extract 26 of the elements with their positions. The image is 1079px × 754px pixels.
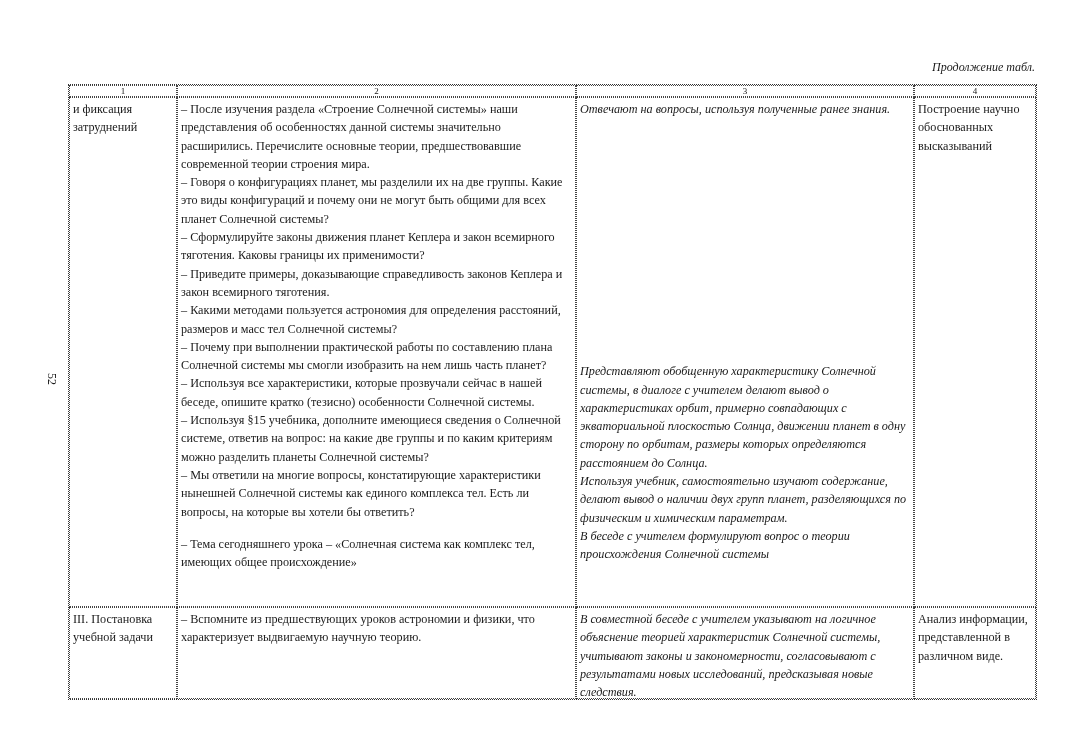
cell-text: 2 — [373, 86, 380, 96]
cell-text: Построение научно обоснованных высказываний — [918, 101, 1021, 155]
cell-text: Анализ информации, представленной в различном виде. — [918, 611, 1029, 665]
cell-text: и фиксация затруднений — [73, 101, 139, 137]
cell-text: В совместной беседе с учителем указывают на логичное объяснение теорией характеристик Солнечной системы, учитывают законы и закономерности, согласовывают с результатами новых исследований, предсказывая новые следствия. — [580, 611, 882, 698]
cell-text: III. Постановка учебной задачи — [73, 611, 155, 647]
cell-text: Представляют обобщенную характеристику Солнечной системы, в диалоге с учителем делают вывод о характеристиках орбит, примерно совпадающих с экваториальной плоскостью Солнца, движении планет в одну сторону по орбитам, размеры которых определяются расстоянием до Солнца. — [580, 363, 907, 472]
table-continuation-note: Продолжение табл. — [932, 59, 1035, 76]
cell-text: – Приведите примеры, доказывающие справедливость законов Кеплера и закон всемирного тяготения. — [181, 265, 564, 301]
cell-text: 3 — [741, 86, 749, 96]
cell-text: Отвечают на вопросы, используя полученные ранее знания. — [580, 101, 892, 118]
cell-text: – После изучения раздела «Строение Солнечной системы» наши представления об особенностях данной системы значительно расширились. Перечислите основные теории, предшествовавшие современной теории строения мира. — [181, 101, 523, 173]
cell-text: 1 — [119, 86, 127, 96]
cell-text: – Используя все характеристики, которые прозвучали сейчас в нашей беседе, опишите кратко (тезисно) особенности Солнечной системы. — [181, 375, 543, 411]
cell-text: – Почему при выполнении практической работы по составлению плана Солнечной системы мы смогли изобразить на нем лишь часть планет? — [181, 338, 554, 375]
cell-text: – Сформулируйте законы движения планет Кеплера и закон всемирного тяготения. Каковы границы их применимости? — [181, 229, 556, 265]
cell-text: – Используя §15 учебника, дополните имеющиеся сведения о Солнечной системе, ответив на вопрос: на какие две группы и по каким критериям можно разделить планеты Солнечной системы? — [181, 412, 562, 466]
cell-text: 4 — [971, 86, 979, 96]
cell-text: – Мы ответили на многие вопросы, констатирующие характеристики нынешней Солнечной системы как единого комплекса тел. Есть ли вопросы, на которые вы хотели бы ответить? — [181, 466, 542, 521]
cell-text: – Вспомните из предшествующих уроков астрономии и физики, что характеризует выдвигаемую научную теорию. — [181, 611, 536, 647]
page-number: 52 — [44, 373, 60, 385]
cell-text: Используя учебник, самостоятельно изучают содержание, делают вывод о наличии двух групп планет, разделяющихся по физическим и химическим параметрам. — [580, 473, 908, 527]
cell-text: – Говоря о конфигурациях планет, мы разделили их на две группы. Какие это виды конфигураций и почему они не могут быть общими для всех планет Солнечной системы? — [181, 174, 564, 228]
cell-text: – Какими методами пользуется астрономия для определения расстояний, размеров и масс тел Солнечной системы? — [181, 302, 562, 338]
cell-text: В беседе с учителем формулируют вопрос о теории происхождения Солнечной системы — [580, 527, 851, 564]
cell-text: – Тема сегодняшнего урока – «Солнечная система как комплекс тел, имеющих общее происхождение» — [181, 535, 536, 572]
